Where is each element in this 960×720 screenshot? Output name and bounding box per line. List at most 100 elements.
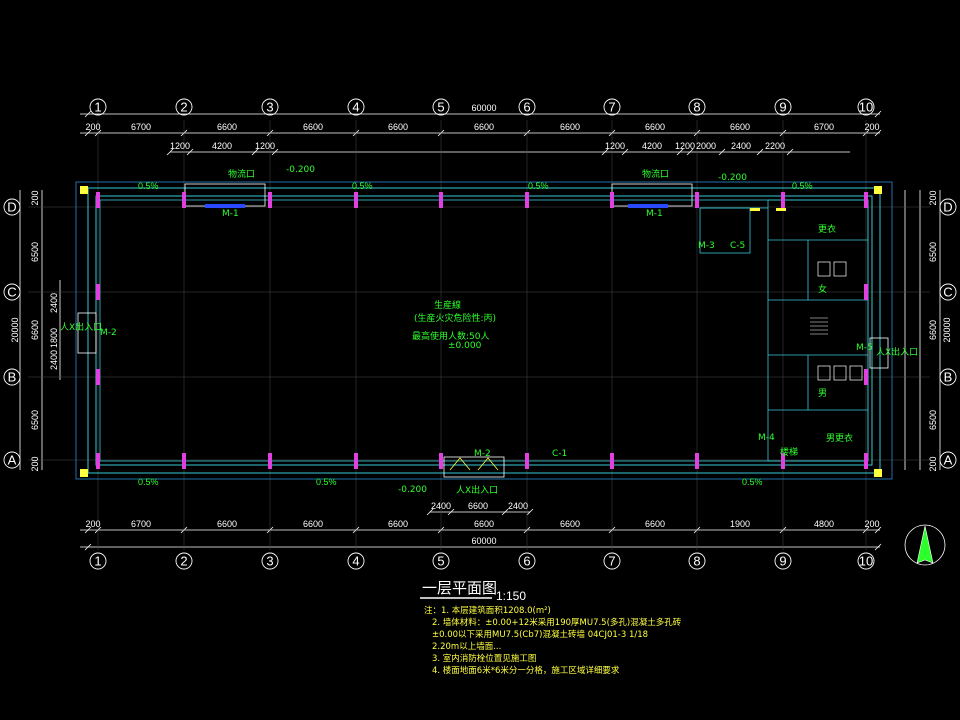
axis-label: D [7, 200, 16, 215]
dimension-value: 6700 [131, 519, 151, 529]
dimension-value: 2400 [508, 501, 528, 511]
axis-label: 2 [180, 100, 187, 115]
svg-text:0.5%: 0.5% [528, 181, 549, 191]
svg-text:M-2: M-2 [100, 328, 117, 338]
dimension-value: 200 [30, 456, 40, 471]
axis-bubble [89, 552, 107, 570]
axis-label: 10 [859, 554, 873, 569]
dimension-value: 6500 [928, 242, 938, 262]
axis-bubble [261, 552, 279, 570]
axis-bubble [518, 98, 536, 116]
dimension-value: 200 [928, 190, 938, 205]
dimension-value: 200 [928, 456, 938, 471]
axis-label: 1 [94, 100, 101, 115]
axis-bubble [603, 552, 621, 570]
axis-bubble [175, 552, 193, 570]
svg-text:一层平面图: 一层平面图 [422, 579, 497, 597]
dimension-value: 1200 [255, 141, 275, 151]
svg-text:3. 室内消防栓位置见施工图: 3. 室内消防栓位置见施工图 [432, 653, 536, 664]
dimension-value: 6500 [30, 410, 40, 430]
axis-bubble [857, 98, 875, 116]
dimension-value: 6600 [730, 122, 750, 132]
axis-bubble [432, 552, 450, 570]
dimension-value: 6500 [30, 242, 40, 262]
dimension-value: 200 [30, 190, 40, 205]
dimension-value: 6600 [217, 519, 237, 529]
dimension-value: 1200 [675, 141, 695, 151]
axis-bubble [175, 98, 193, 116]
svg-text:女: 女 [818, 283, 827, 295]
dimension-value: 2400 [49, 350, 59, 370]
axis-label: 10 [859, 100, 873, 115]
dimension-value: 6700 [131, 122, 151, 132]
axis-label: 4 [352, 554, 359, 569]
dimension-value: 4800 [814, 519, 834, 529]
axis-label: D [943, 200, 952, 215]
svg-text:M-1: M-1 [646, 209, 663, 219]
north-arrow-icon [904, 524, 946, 566]
dimension-value: 60000 [471, 536, 496, 546]
axis-label: B [8, 370, 17, 385]
axis-bubble [857, 552, 875, 570]
dimension-value: 6600 [645, 519, 665, 529]
axis-label: 7 [608, 100, 615, 115]
dimension-value: 6600 [388, 519, 408, 529]
svg-text:1:150: 1:150 [496, 589, 526, 603]
svg-text:M-2: M-2 [474, 449, 491, 459]
dimension-value: 6600 [645, 122, 665, 132]
svg-text:M-1: M-1 [222, 209, 239, 219]
dimension-value: 1900 [730, 519, 750, 529]
axis-label: 4 [352, 100, 359, 115]
svg-text:-0.200: -0.200 [398, 485, 427, 495]
svg-text:2.20m以上墙面...: 2.20m以上墙面... [432, 641, 501, 652]
dimension-value: 1200 [605, 141, 625, 151]
axis-label: 3 [266, 100, 273, 115]
dimension-value: 6600 [474, 122, 494, 132]
dimension-value: 4200 [212, 141, 232, 151]
svg-text:-0.200: -0.200 [286, 165, 315, 175]
svg-text:±0.000: ±0.000 [448, 341, 482, 351]
svg-text:楼梯: 楼梯 [780, 446, 798, 458]
svg-text:2. 墙体材料：±0.00+12米采用190厚MU7.5(多: 2. 墙体材料：±0.00+12米采用190厚MU7.5(多孔)混凝土多孔砖 [432, 617, 682, 628]
axis-bubble [261, 98, 279, 116]
axis-label: 6 [523, 100, 530, 115]
slope-labels: 0.5% 0.5% 0.5% 0.5% 0.5% 0.5% 0.5% [138, 181, 813, 487]
axis-label: 7 [608, 554, 615, 569]
svg-text:M-3: M-3 [698, 241, 715, 251]
dimension-value: 200 [864, 519, 879, 529]
dimension-value: 6600 [928, 320, 938, 340]
axis-label: 1 [94, 554, 101, 569]
columns [80, 186, 882, 477]
svg-text:男更衣: 男更衣 [826, 432, 853, 444]
svg-text:生産線: 生産線 [434, 299, 461, 311]
svg-text:-0.200: -0.200 [718, 173, 747, 183]
dimension-value: 200 [864, 122, 879, 132]
element-tags: M-1 M-1 M-2 M-2 M-3 M-4 M-5 C-1 C-5 -0.2… [100, 165, 873, 495]
axis-bubble [432, 98, 450, 116]
drawing-title-block: 一层平面图 1:150 [420, 579, 526, 603]
svg-text:0.5%: 0.5% [742, 477, 763, 487]
dimension-value: 2400 [731, 141, 751, 151]
axis-label: 5 [437, 554, 444, 569]
axis-label: 9 [779, 554, 786, 569]
dimension-value: 6500 [928, 410, 938, 430]
svg-text:C-1: C-1 [552, 449, 567, 459]
dimension-value: 200 [85, 122, 100, 132]
dimension-value: 2400 [431, 501, 451, 511]
axis-bubble [347, 98, 365, 116]
dimension-value: 6600 [560, 122, 580, 132]
axis-label: A [8, 453, 17, 468]
dimension-value: 6600 [303, 122, 323, 132]
axis-label: 9 [779, 100, 786, 115]
svg-text:0.5%: 0.5% [316, 477, 337, 487]
axis-label: A [944, 453, 953, 468]
dimension-value: 20000 [942, 317, 952, 342]
svg-text:最高使用人数:50人: 最高使用人数:50人 [412, 330, 490, 342]
dimension-value: 6600 [30, 320, 40, 340]
dimension-value: 2000 [696, 141, 716, 151]
svg-text:±0.00以下采用MU7.5(Cb7)混凝土砖墙 04CJ0: ±0.00以下采用MU7.5(Cb7)混凝土砖墙 04CJ01-3 1/18 [432, 629, 648, 640]
svg-text:0.5%: 0.5% [138, 181, 159, 191]
